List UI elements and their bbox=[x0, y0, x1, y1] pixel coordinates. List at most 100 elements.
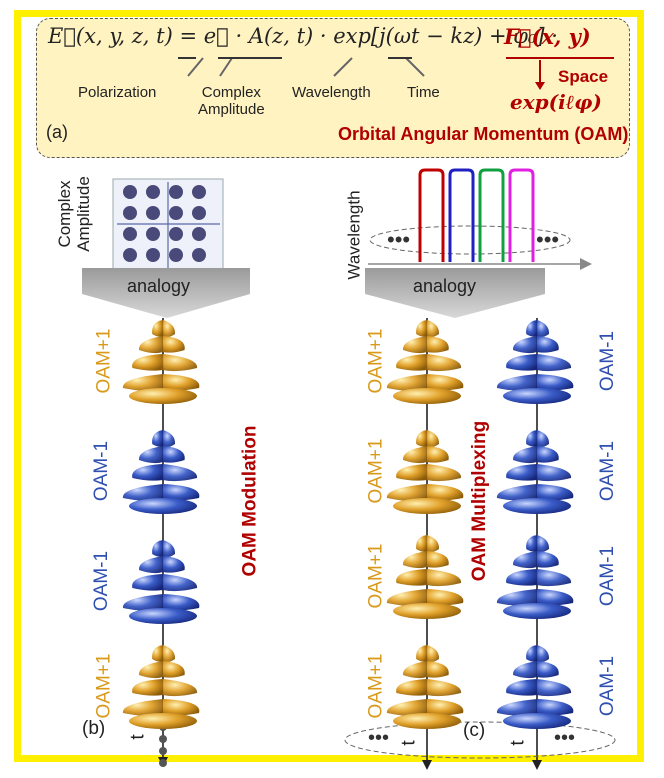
oam-wave-b-lobe bbox=[122, 594, 163, 612]
wavelength-pulse bbox=[418, 168, 445, 262]
oam-wave-c-left-base bbox=[393, 388, 461, 404]
oam-wave-b-lobe bbox=[163, 464, 198, 482]
analogy-label-c: analogy bbox=[413, 276, 477, 296]
annotation-pointer bbox=[333, 57, 353, 77]
oam-wave-c-left-lobe bbox=[427, 464, 462, 482]
constellation-point bbox=[192, 227, 206, 241]
constellation-point bbox=[169, 206, 183, 220]
oam-wave-c-left-lobe bbox=[386, 589, 427, 607]
oam-wave-b-lobe bbox=[163, 679, 198, 697]
constellation-point bbox=[192, 206, 206, 220]
oam-label-c-right: OAM-1 bbox=[597, 545, 619, 607]
space-label: Space bbox=[558, 67, 609, 86]
oam-wave-c-right-lobe bbox=[526, 535, 537, 552]
space-arrowhead bbox=[535, 82, 545, 90]
time-axis-c-left-head bbox=[422, 760, 432, 770]
oam-wave-c-right-lobe bbox=[537, 569, 572, 587]
annotation-pointer bbox=[219, 57, 233, 77]
oam-wave-b-base bbox=[129, 713, 197, 729]
oam-label-c-right: OAM-1 bbox=[597, 655, 619, 717]
oam-wave-b-lobe bbox=[163, 484, 200, 501]
oam-wave-c-left-lobe bbox=[427, 336, 449, 353]
oam-wave-c-left-lobe bbox=[416, 645, 427, 662]
oam-label-c-left: OAM+1 bbox=[365, 653, 387, 719]
oam-wave-c-left-lobe bbox=[402, 661, 427, 679]
oam-wave-c-right-lobe bbox=[526, 430, 537, 447]
oam-wave-b-lobe bbox=[152, 320, 163, 337]
annotation-time: Time bbox=[407, 84, 440, 101]
oam-wave-c-left-lobe bbox=[427, 374, 464, 391]
oam-wave-b-lobe bbox=[163, 446, 185, 463]
oam-wave-c-left-lobe bbox=[416, 430, 427, 447]
oam-wave-c-right-lobe bbox=[496, 589, 537, 607]
oam-wave-c-right-lobe bbox=[512, 661, 537, 679]
oam-wave-c-right-lobe bbox=[512, 446, 537, 464]
oam-wave-b-lobe bbox=[163, 556, 185, 573]
oam-wave-b-lobe bbox=[163, 540, 176, 558]
equation-box bbox=[36, 18, 630, 158]
oam-wave-c-left-lobe bbox=[396, 569, 427, 586]
oam-wave-c-right-lobe bbox=[506, 569, 537, 586]
oam-label-c-right: OAM-1 bbox=[597, 330, 619, 392]
oam-wave-b-lobe bbox=[138, 446, 163, 464]
constellation-point bbox=[192, 185, 206, 199]
oam-wave-c-left-lobe bbox=[386, 699, 427, 717]
oam-wave-c-right-lobe bbox=[526, 320, 537, 337]
oam-wave-c-right-base bbox=[503, 498, 571, 514]
constellation-point bbox=[123, 185, 137, 199]
annotation-complex-amplitude: Complex Amplitude bbox=[198, 84, 265, 118]
oam-wave-b-lobe bbox=[132, 679, 163, 696]
oam-wave-b-lobe bbox=[122, 699, 163, 717]
analogy-arrow-c bbox=[365, 268, 545, 318]
oam-wave-c-right-lobe bbox=[537, 699, 574, 716]
oam-wave-b-lobe bbox=[132, 574, 163, 591]
multiplex-ellipse bbox=[344, 721, 616, 759]
oam-wave-c-left-lobe bbox=[416, 535, 427, 552]
annotation-wavelength: Wavelength bbox=[292, 84, 371, 101]
oam-wave-c-left-lobe bbox=[402, 336, 427, 354]
constellation-point bbox=[146, 248, 160, 262]
oam-wave-c-right-lobe bbox=[506, 679, 537, 696]
time-dot bbox=[159, 759, 167, 767]
analogy-label-b: analogy bbox=[127, 276, 191, 296]
oam-wave-b-lobe bbox=[132, 354, 163, 371]
oam-wave-c-right-lobe bbox=[537, 320, 550, 338]
oam-wave-b-base bbox=[129, 498, 197, 514]
oam-wave-c-left-base bbox=[393, 713, 461, 729]
oam-wave-c-left-lobe bbox=[427, 484, 464, 501]
oam-wave-c-left-lobe bbox=[402, 446, 427, 464]
oam-wave-b-lobe bbox=[163, 661, 185, 678]
oam-title: Orbital Angular Momentum (OAM) bbox=[338, 124, 629, 144]
oam-label-b: OAM-1 bbox=[91, 440, 113, 502]
space-factor: F⃗(x, y) bbox=[504, 24, 591, 49]
oam-wave-c-right-lobe bbox=[537, 645, 550, 663]
panel-a-label: (a) bbox=[46, 122, 68, 142]
oam-wave-b-lobe bbox=[163, 336, 185, 353]
oam-wave-b-lobe bbox=[152, 430, 163, 447]
wavelength-axis-head bbox=[580, 258, 592, 270]
oam-wave-b-lobe bbox=[122, 374, 163, 392]
oam-wave-c-right-lobe bbox=[537, 430, 550, 448]
oam-label-b: OAM+1 bbox=[93, 328, 115, 394]
constellation-point bbox=[192, 248, 206, 262]
oam-label-c-right: OAM-1 bbox=[597, 440, 619, 502]
oam-label-c-left: OAM+1 bbox=[365, 438, 387, 504]
wavelength-pulse bbox=[448, 168, 475, 262]
constellation-point bbox=[169, 185, 183, 199]
time-axis-c-right-head bbox=[532, 760, 542, 770]
annotation-pointer bbox=[405, 57, 425, 77]
oam-wave-b-base bbox=[129, 608, 197, 624]
oam-wave-c-right-lobe bbox=[537, 589, 574, 606]
dots-c-right: ••• bbox=[554, 727, 576, 749]
oam-label-c-left: OAM+1 bbox=[365, 543, 387, 609]
oam-wave-c-right-lobe bbox=[512, 336, 537, 354]
oam-wave-c-left-lobe bbox=[427, 430, 440, 448]
oam-wave-c-left-base bbox=[393, 498, 461, 514]
oam-wave-c-right-lobe bbox=[537, 661, 559, 678]
oam-wave-b-lobe bbox=[163, 699, 200, 716]
oam-wave-c-left-lobe bbox=[427, 535, 440, 553]
oam-wave-c-left-lobe bbox=[427, 320, 440, 338]
oam-wave-c-right-lobe bbox=[506, 354, 537, 371]
oam-wave-b-lobe bbox=[163, 574, 198, 592]
